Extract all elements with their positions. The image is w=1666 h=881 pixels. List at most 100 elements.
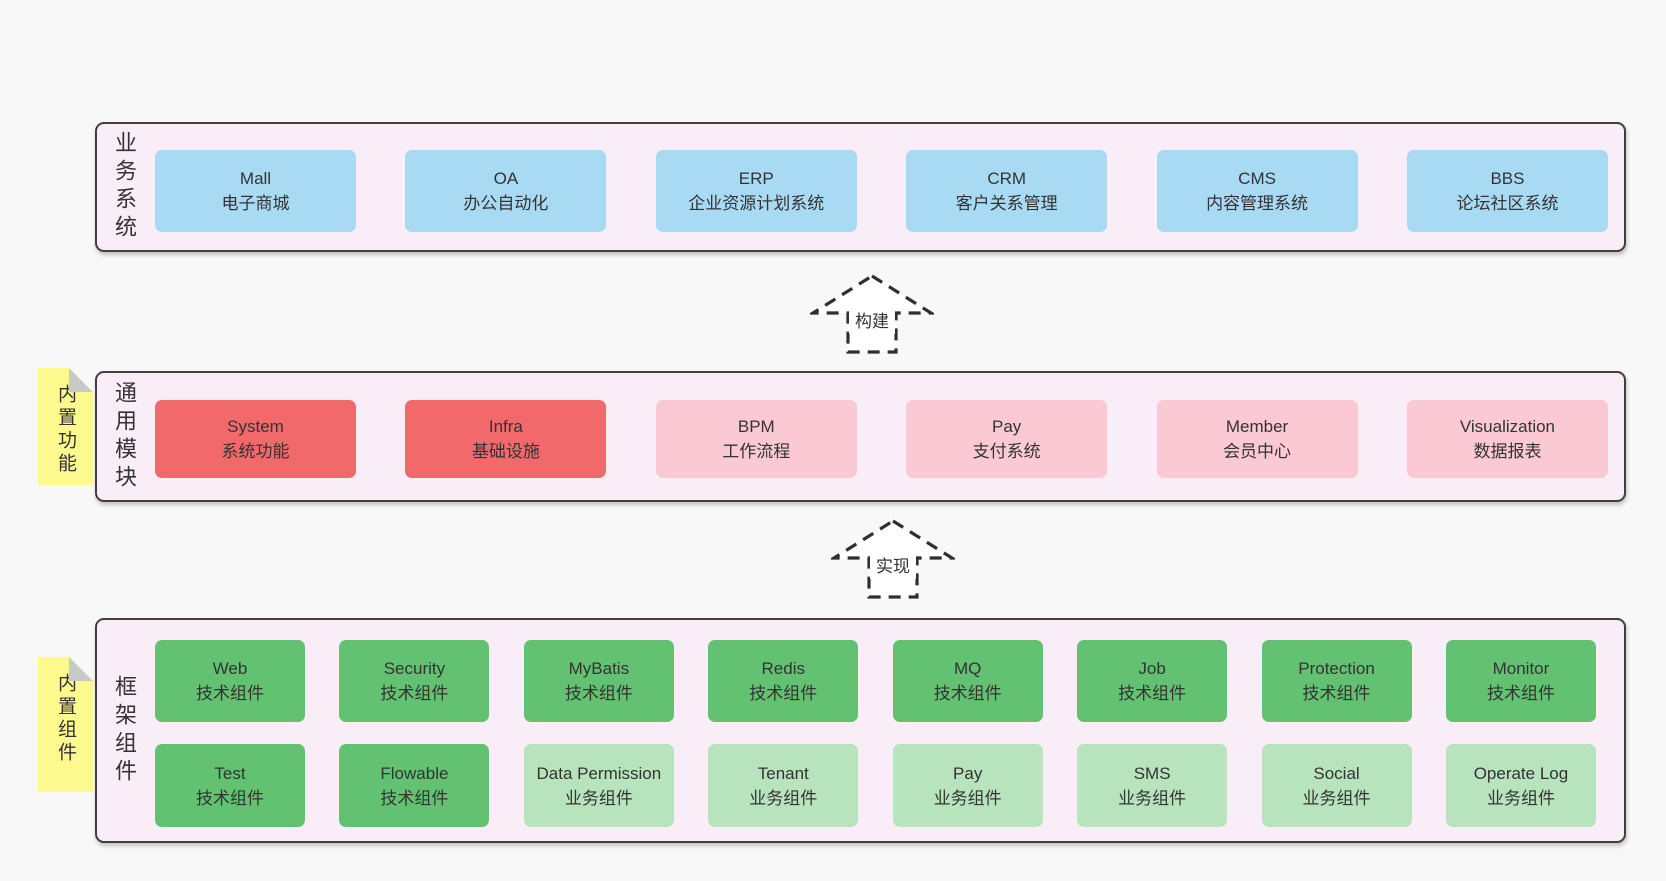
- box-title: Job: [1138, 659, 1166, 678]
- box-subtitle: 系统功能: [221, 442, 290, 461]
- box-data-permission: Data Permission 业务组件: [523, 744, 674, 827]
- box-subtitle: 基础设施: [471, 442, 540, 461]
- box-title: SMS: [1133, 763, 1171, 783]
- box-subtitle: 技术组件: [1486, 684, 1555, 703]
- box-tenant: Tenant 业务组件: [708, 744, 859, 827]
- folded-corner-icon: [69, 368, 93, 392]
- box-subtitle: 会员中心: [1223, 442, 1292, 461]
- box-title: Data Permission: [536, 763, 662, 783]
- box-subtitle: 业务组件: [1118, 788, 1187, 808]
- box-title: Member: [1225, 417, 1289, 436]
- box-title: MyBatis: [568, 659, 630, 678]
- box-visualization: Visualization 数据报表: [1406, 400, 1608, 478]
- box-subtitle: 业务组件: [933, 788, 1002, 808]
- box-title: Flowable: [380, 763, 449, 783]
- box-title: CRM: [987, 169, 1027, 188]
- box-title: Protection: [1298, 659, 1375, 678]
- sticky-note-text: 内置功能: [55, 384, 76, 476]
- box-title: Pay: [992, 417, 1022, 436]
- arrow-label-bg: [849, 307, 895, 334]
- box-mybatis: MyBatis 技术组件: [523, 640, 674, 722]
- box-title: BPM: [737, 417, 775, 436]
- section-label-common-modules: 通用模块: [112, 380, 137, 493]
- box-subtitle: 论坛社区系统: [1456, 194, 1559, 213]
- box-title: Social: [1313, 763, 1360, 783]
- box-security: Security 技术组件: [339, 640, 490, 722]
- section-common-modules: 通用模块 System 系统功能 Infra 基础设施 BPM 工作流程 Pay…: [95, 371, 1626, 502]
- box-redis: Redis 技术组件: [708, 640, 859, 722]
- box-subtitle: 业务组件: [564, 788, 633, 808]
- box-subtitle: 技术组件: [933, 684, 1002, 703]
- box-subtitle: 技术组件: [380, 684, 449, 703]
- box-subtitle: 办公自动化: [463, 194, 549, 213]
- box-title: Monitor: [1492, 659, 1550, 678]
- box-subtitle: 客户关系管理: [955, 194, 1058, 213]
- box-sms: SMS 业务组件: [1077, 744, 1228, 827]
- box-crm: CRM 客户关系管理: [906, 150, 1108, 232]
- box-infra: Infra 基础设施: [405, 400, 607, 478]
- box-bpm: BPM 工作流程: [655, 400, 857, 478]
- box-cms: CMS 内容管理系统: [1156, 150, 1358, 232]
- box-subtitle: 业务组件: [1486, 788, 1555, 808]
- box-subtitle: 数据报表: [1473, 442, 1542, 461]
- modules-boxes-row: System 系统功能 Infra 基础设施 BPM 工作流程 Pay 支付系统…: [155, 400, 1608, 478]
- box-subtitle: 技术组件: [1118, 684, 1187, 703]
- box-subtitle: 企业资源计划系统: [688, 194, 825, 213]
- folded-corner-icon: [69, 657, 93, 681]
- box-title: Visualization: [1459, 417, 1556, 436]
- box-subtitle: 业务组件: [1302, 788, 1371, 808]
- box-bbs: BBS 论坛社区系统: [1406, 150, 1608, 232]
- box-title: Redis: [761, 659, 805, 678]
- box-subtitle: 技术组件: [380, 788, 449, 808]
- section-label-framework-components: 框架组件: [112, 674, 137, 787]
- box-title: Test: [214, 763, 246, 783]
- dashed-up-arrow-build: 构建: [810, 274, 934, 354]
- box-title: ERP: [738, 169, 774, 188]
- box-title: MQ: [953, 659, 982, 678]
- box-title: Mall: [239, 169, 272, 188]
- box-test: Test 技术组件: [155, 744, 305, 827]
- box-member: Member 会员中心: [1156, 400, 1358, 478]
- box-title: BBS: [1490, 169, 1525, 188]
- box-job: Job 技术组件: [1077, 640, 1228, 722]
- box-mall: Mall 电子商城: [155, 150, 356, 232]
- components-row-1: Web 技术组件 Security 技术组件 MyBatis 技术组件 Redi…: [155, 640, 1596, 722]
- box-erp: ERP 企业资源计划系统: [655, 150, 857, 232]
- box-mq: MQ 技术组件: [892, 640, 1043, 722]
- box-title: CMS: [1238, 169, 1276, 188]
- box-title: OA: [493, 169, 519, 188]
- box-subtitle: 技术组件: [564, 684, 633, 703]
- box-subtitle: 技术组件: [749, 684, 818, 703]
- box-subtitle: 工作流程: [722, 442, 791, 461]
- business-boxes-row: Mall 电子商城 OA 办公自动化 ERP 企业资源计划系统 CRM 客户关系…: [155, 150, 1608, 232]
- box-web: Web 技术组件: [155, 640, 305, 722]
- box-oa: OA 办公自动化: [405, 150, 607, 232]
- arrow-label-bg: [870, 552, 916, 579]
- box-title: Security: [383, 659, 446, 678]
- box-subtitle: 业务组件: [749, 788, 818, 808]
- box-pay-component: Pay 业务组件: [892, 744, 1043, 827]
- box-social: Social 业务组件: [1261, 744, 1412, 827]
- box-title: Tenant: [757, 763, 809, 783]
- box-title: Operate Log: [1473, 763, 1569, 783]
- box-pay-system: Pay 支付系统: [906, 400, 1108, 478]
- components-row-2: Test 技术组件 Flowable 技术组件 Data Permission …: [155, 744, 1596, 827]
- box-subtitle: 支付系统: [972, 442, 1041, 461]
- box-monitor: Monitor 技术组件: [1445, 640, 1596, 722]
- box-title: Pay: [953, 763, 983, 783]
- box-subtitle: 技术组件: [196, 788, 264, 808]
- box-subtitle: 电子商城: [221, 194, 290, 213]
- box-subtitle: 技术组件: [196, 684, 264, 703]
- box-title: System: [227, 417, 284, 436]
- dashed-up-arrow-implement: 实现: [831, 519, 955, 599]
- arrow-label-implement: 实现: [876, 557, 910, 576]
- arrow-label-build: 构建: [855, 312, 889, 331]
- section-business-systems: 业务系统 Mall 电子商城 OA 办公自动化 ERP 企业资源计划系统 CRM…: [95, 122, 1626, 252]
- section-label-business-systems: 业务系统: [112, 131, 137, 243]
- sticky-note-text: 内置组件: [55, 673, 76, 765]
- section-framework-components: 框架组件 Web 技术组件 Security 技术组件 MyBatis 技术组件…: [95, 618, 1626, 843]
- box-system: System 系统功能: [155, 400, 356, 478]
- sticky-note-built-in-features: 内置功能: [38, 368, 93, 485]
- box-title: Web: [212, 659, 248, 678]
